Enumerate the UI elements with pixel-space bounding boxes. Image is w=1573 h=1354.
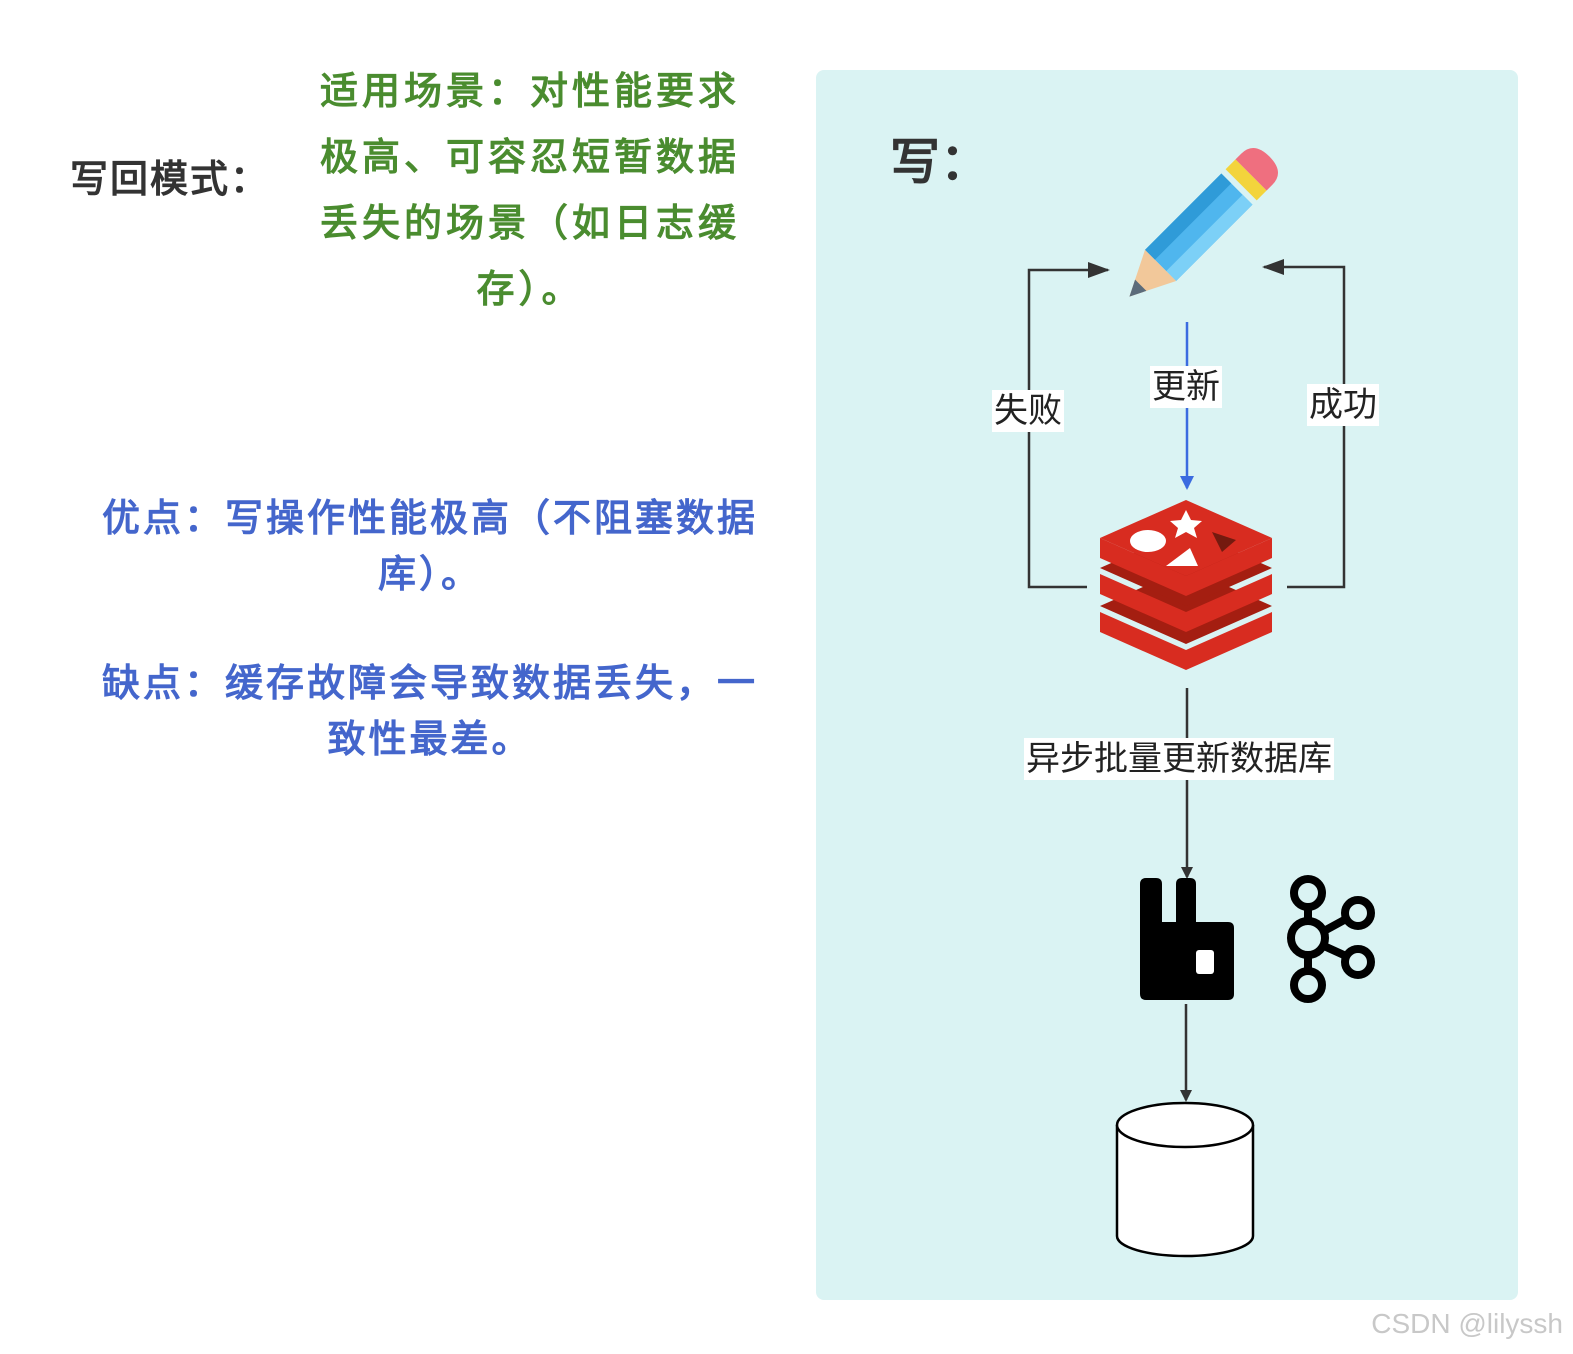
success-label: 成功 [1307, 384, 1379, 426]
async-update-label: 异步批量更新数据库 [1024, 738, 1334, 780]
success-arrow [1262, 259, 1346, 589]
cons-text: 缺点：缓存故障会导致数据丢失，一致性最差。 [101, 660, 758, 761]
mode-label: 写回模式： [70, 156, 271, 201]
update-label: 更新 [1150, 366, 1222, 408]
pros-text: 优点：写操作性能极高（不阻塞数据库）。 [101, 495, 758, 596]
kafka-icon [1287, 875, 1375, 1003]
scenario-text: 适用场景：对性能要求极高、可容忍短暂数据丢失的场景（如日志缓存）。 [319, 68, 740, 311]
diagram-title: 写： [890, 132, 990, 191]
fail-label: 失败 [992, 390, 1064, 432]
rabbitmq-icon [1140, 878, 1234, 1000]
redis-icon [1100, 500, 1272, 670]
watermark: CSDN @lilyssh [1371, 1308, 1563, 1339]
database-icon [1115, 1101, 1255, 1258]
pencil-icon [1129, 148, 1278, 297]
